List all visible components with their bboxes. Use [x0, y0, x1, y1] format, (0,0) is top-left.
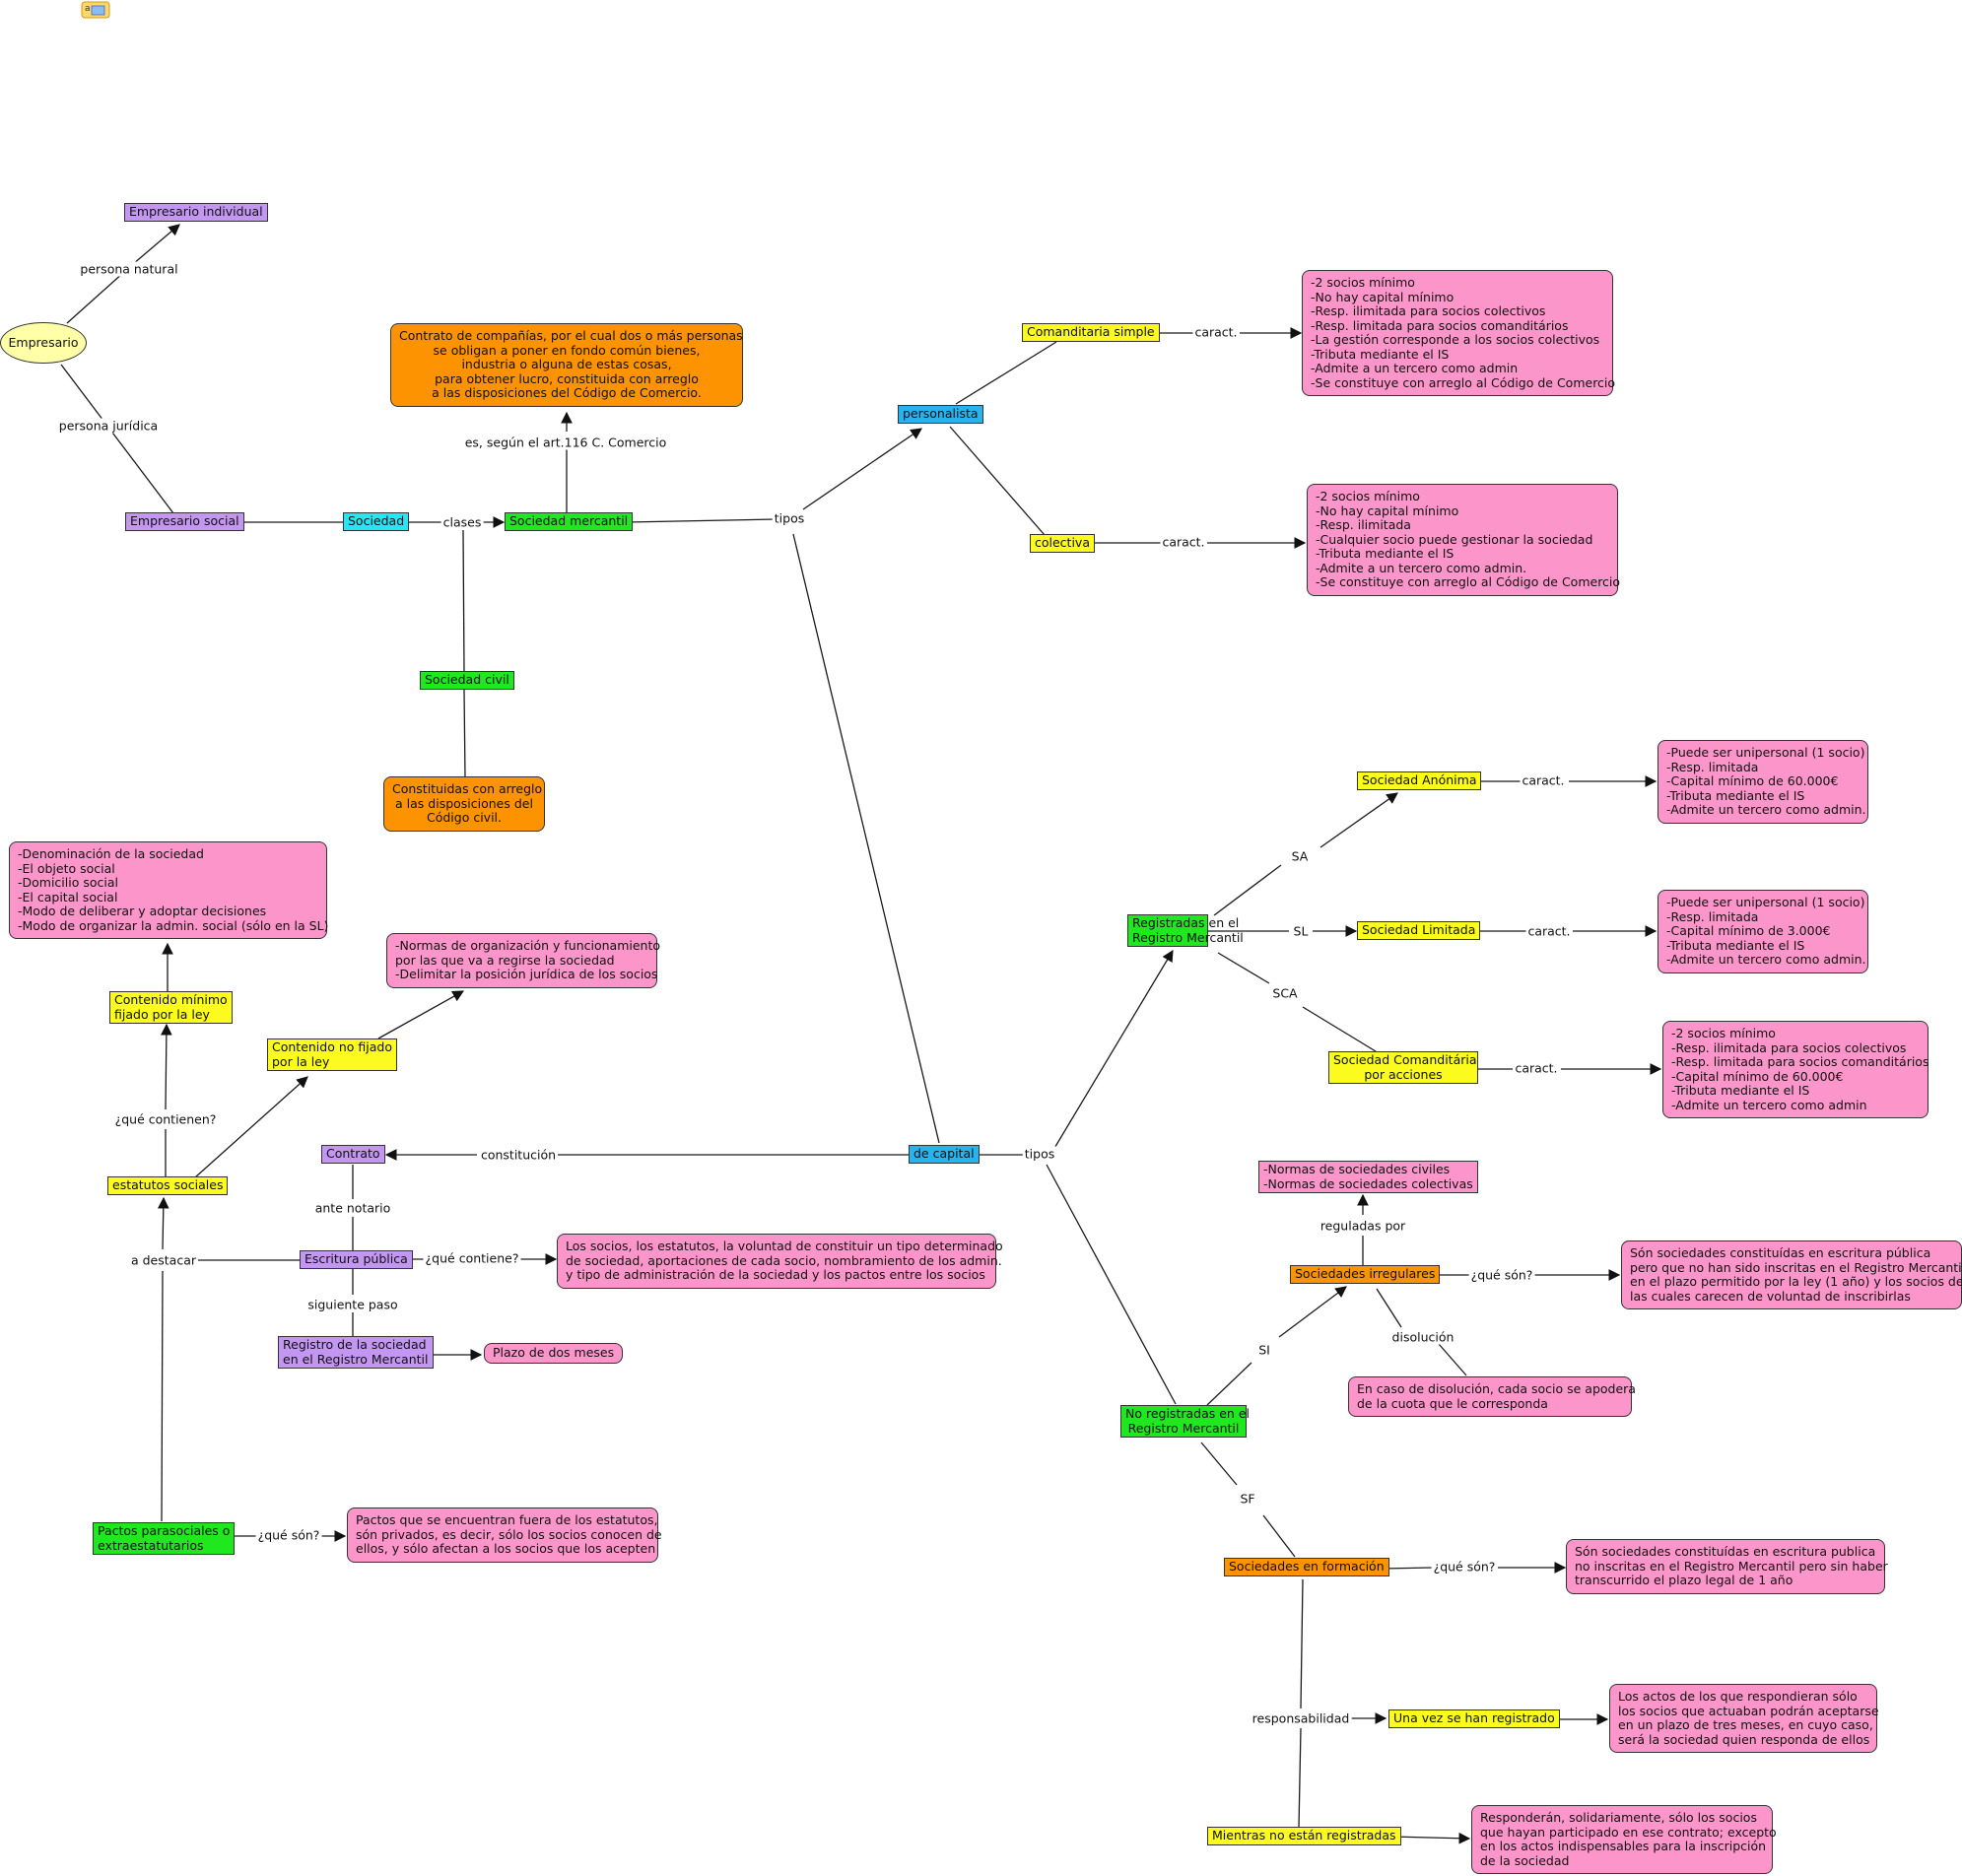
link-label-caract-comanditaria: caract.	[1192, 324, 1240, 340]
registro-sociedad-node[interactable]: Registro de la sociedad en el Registro M…	[278, 1336, 434, 1369]
mercantil-definition-node: Contrato de compañías, por el cual dos o…	[390, 323, 743, 407]
link-label-sa: SA	[1289, 848, 1311, 864]
registradas-node[interactable]: Registradas en el Registro Mercantil	[1127, 914, 1244, 947]
document-note-icon: a	[81, 1, 110, 19]
link-label-constitucion: constitución	[478, 1147, 559, 1163]
sociedad-mercantil-node[interactable]: Sociedad mercantil	[505, 512, 634, 531]
sca-features: -2 socios mínimo -Resp. ilimitada para s…	[1662, 1021, 1928, 1118]
de-capital-node[interactable]: de capital	[909, 1145, 980, 1164]
empresario-individual-node[interactable]: Empresario individual	[124, 203, 268, 222]
link-label-si: SI	[1256, 1342, 1272, 1358]
comanditaria-simple-features: -2 socios mínimo -No hay capital mínimo …	[1302, 270, 1615, 396]
link-label-caract-sl: caract.	[1525, 923, 1573, 939]
pactos-definition: Pactos que se encuentran fuera de los es…	[347, 1508, 662, 1563]
link-label-a-destacar: a destacar	[128, 1252, 199, 1268]
colectiva-node[interactable]: colectiva	[1030, 534, 1095, 553]
una-vez-registrado-definition: Los actos de los que respondieran sólo l…	[1609, 1684, 1879, 1753]
escritura-content: Los socios, los estatutos, la voluntad d…	[557, 1234, 1003, 1289]
contenido-no-fijado-list: -Normas de organización y funcionamiento…	[386, 933, 660, 988]
link-label-clases: clases	[440, 514, 484, 530]
link-label-caract-colectiva: caract.	[1160, 534, 1207, 550]
sociedad-civil-node[interactable]: Sociedad civil	[420, 671, 514, 690]
link-label-sf: SF	[1238, 1491, 1257, 1507]
link-label-reguladas-por: reguladas por	[1318, 1218, 1408, 1234]
link-label-que-contiene: ¿qué contiene?	[423, 1250, 521, 1266]
link-label-tipos-capital: tipos	[1022, 1146, 1057, 1162]
plazo-node: Plazo de dos meses	[484, 1343, 624, 1364]
colectiva-features: -2 socios mínimo -No hay capital mínimo …	[1307, 484, 1620, 596]
link-label-es-segun: es, según el art.116 C. Comercio	[462, 435, 669, 450]
estatutos-sociales-node[interactable]: estatutos sociales	[107, 1176, 229, 1195]
mientras-no-definition: Responderán, solidariamente, sólo los so…	[1471, 1805, 1777, 1874]
link-label-sca: SCA	[1270, 985, 1300, 1001]
sociedades-en-formacion-node[interactable]: Sociedades en formación	[1224, 1558, 1389, 1576]
empresario-node[interactable]: Empresario	[0, 322, 87, 364]
irregulares-definition: Són sociedades constituídas en escritura…	[1621, 1240, 1962, 1309]
personalista-node[interactable]: personalista	[898, 405, 983, 424]
link-label-responsabilidad: responsabilidad	[1250, 1710, 1352, 1726]
contenido-no-fijado-node[interactable]: Contenido no fijado por la ley	[267, 1038, 397, 1071]
sl-features: -Puede ser unipersonal (1 socio) -Resp. …	[1658, 890, 1868, 973]
contrato-node[interactable]: Contrato	[321, 1145, 385, 1164]
link-label-sl: SL	[1291, 923, 1311, 939]
sociedades-irregulares-node[interactable]: Sociedades irregulares	[1290, 1265, 1441, 1284]
contenido-minimo-node[interactable]: Contenido mínimo fijado por la ley	[109, 991, 233, 1024]
link-label-que-son-irregulares: ¿qué són?	[1468, 1267, 1535, 1283]
link-label-caract-sca: caract.	[1513, 1060, 1560, 1076]
link-label-que-son-formacion: ¿qué són?	[1431, 1559, 1498, 1574]
link-label-que-contienen: ¿qué contienen?	[112, 1111, 219, 1127]
sca-node[interactable]: Sociedad Comanditária por acciones	[1328, 1051, 1478, 1084]
no-registradas-node[interactable]: No registradas en el Registro Mercantil	[1120, 1405, 1250, 1438]
link-label-tipos-mercantil: tipos	[772, 510, 807, 526]
mientras-no-registradas-node[interactable]: Mientras no están registradas	[1207, 1827, 1401, 1845]
irregulares-normas: -Normas de sociedades civiles -Normas de…	[1258, 1161, 1478, 1193]
pactos-parasociales-node[interactable]: Pactos parasociales o extraestatutarios	[93, 1522, 236, 1555]
sociedad-limitada-node[interactable]: Sociedad Limitada	[1357, 921, 1481, 940]
link-label-caract-sa: caract.	[1520, 772, 1567, 788]
irregulares-disolucion: En caso de disolución, cada socio se apo…	[1348, 1376, 1636, 1417]
node-label: Empresario	[8, 334, 79, 350]
link-label-persona-natural: persona natural	[78, 261, 180, 277]
una-vez-registrado-node[interactable]: Una vez se han registrado	[1388, 1709, 1560, 1728]
svg-text:a: a	[85, 4, 91, 14]
link-label-siguiente-paso: siguiente paso	[305, 1297, 400, 1312]
contenido-minimo-list: -Denominación de la sociedad -El objeto …	[9, 841, 328, 939]
civil-definition-node: Constituidas con arreglo a las disposici…	[383, 776, 545, 832]
sociedad-anonima-node[interactable]: Sociedad Anónima	[1357, 771, 1482, 790]
sa-features: -Puede ser unipersonal (1 socio) -Resp. …	[1658, 740, 1868, 824]
link-label-ante-notario: ante notario	[312, 1200, 393, 1216]
link-label-disolucion: disolución	[1389, 1329, 1456, 1345]
link-label-que-son-pactos: ¿qué són?	[255, 1527, 322, 1543]
formacion-definition: Són sociedades constituídas en escritura…	[1566, 1539, 1888, 1594]
comanditaria-simple-node[interactable]: Comanditaria simple	[1022, 323, 1160, 342]
sociedad-node[interactable]: Sociedad	[343, 512, 410, 531]
empresario-social-node[interactable]: Empresario social	[125, 512, 244, 531]
escritura-publica-node[interactable]: Escritura pública	[300, 1250, 413, 1269]
link-label-persona-juridica: persona jurídica	[56, 418, 161, 434]
